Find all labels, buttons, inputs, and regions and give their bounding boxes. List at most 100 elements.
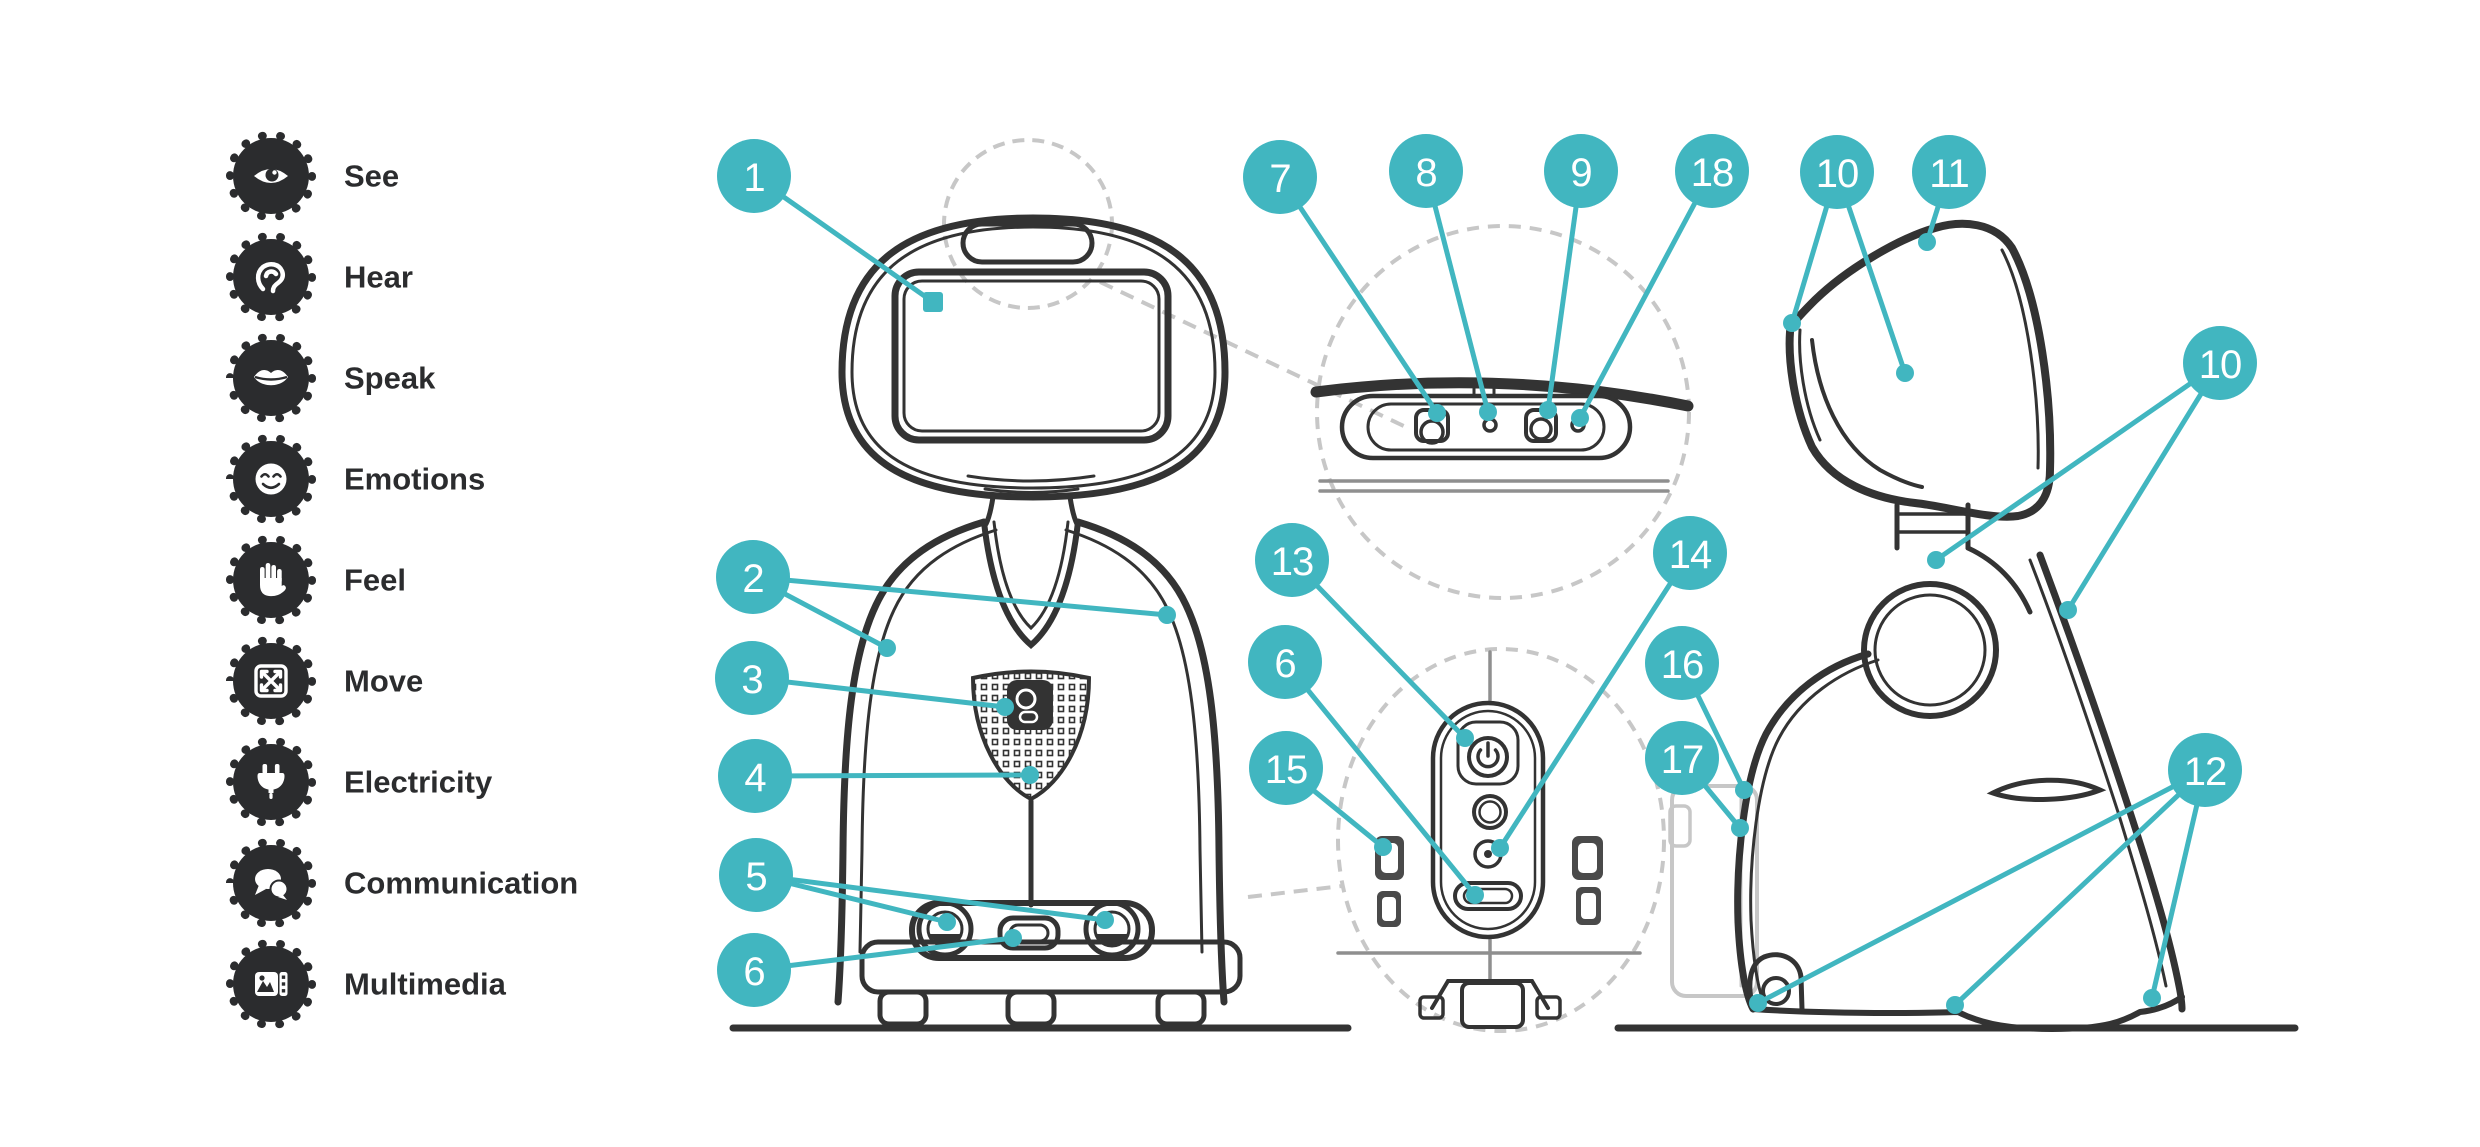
side-handle — [1986, 777, 2107, 802]
callout-circle — [715, 641, 789, 715]
charging-slot-inner — [1462, 887, 1514, 905]
head-top-band — [1310, 377, 1694, 412]
callout-circle — [717, 933, 791, 1007]
callout-target-dot — [1466, 886, 1484, 904]
callout-number: 14 — [1669, 533, 1712, 577]
legend-label: See — [344, 159, 399, 194]
callout-5: 5 — [719, 838, 1114, 931]
callout-leader-line — [752, 574, 1168, 618]
foot-left — [877, 989, 929, 1027]
callout-11: 11 — [1912, 135, 1986, 251]
callout-target-dot — [1735, 781, 1753, 799]
callout-target-dot — [1571, 409, 1589, 427]
callout-target-dot — [923, 292, 943, 312]
callout-circle — [716, 540, 790, 614]
side-front-wheel — [1761, 976, 1791, 1006]
head-outline — [838, 214, 1229, 501]
legend-label: Emotions — [344, 462, 485, 497]
side-face-arc — [1810, 338, 1924, 489]
callout-target-dot — [1096, 911, 1114, 929]
legend-label: Multimedia — [344, 967, 507, 1002]
callout-target-dot — [996, 698, 1014, 716]
body-left-edge — [834, 518, 988, 1006]
base-port — [997, 915, 1061, 951]
chin-lines — [966, 474, 1096, 494]
legend-item-electricity: Electricity — [226, 737, 493, 827]
callout-leader-line — [1423, 170, 1491, 413]
legend-label: Communication — [344, 866, 578, 901]
bottom-view — [1336, 650, 1642, 1029]
callout-18: 18 — [1571, 134, 1749, 427]
callout-circle — [717, 139, 791, 213]
legend-badge — [233, 239, 309, 315]
front-view — [729, 214, 1352, 1032]
callout-number: 13 — [1271, 540, 1314, 584]
callout-circle — [1645, 626, 1719, 700]
legend-label: Electricity — [344, 765, 493, 800]
callout-6: 6 — [717, 929, 1022, 1007]
callout-12: 12 — [1749, 733, 2242, 1014]
callout-target-dot — [1946, 996, 1964, 1014]
callout-target-dot — [1479, 403, 1497, 421]
callout-14: 14 — [1491, 516, 1727, 857]
legend-badge-edge — [226, 333, 316, 423]
top-screen-edge-lines — [1318, 479, 1670, 493]
callout-leader-line — [1756, 767, 2207, 1006]
callout-7: 7 — [1243, 140, 1446, 422]
bottom-axis-lines — [1336, 650, 1642, 982]
callout-number: 4 — [744, 756, 766, 800]
callout-13: 13 — [1255, 523, 1474, 747]
rear-connector — [1460, 981, 1525, 1029]
rear-connector-flange-right — [1535, 995, 1562, 1020]
head-to-topview-leader — [1099, 280, 1409, 430]
legend-badge-edge — [226, 535, 316, 625]
legend-badge-edge — [226, 232, 316, 322]
side-speaker-inner — [1873, 593, 1987, 707]
callout-number: 7 — [1269, 157, 1290, 201]
side-body-back-edge — [2036, 551, 2186, 1013]
callout-target-dot — [2059, 601, 2077, 619]
callout-target-dot — [1539, 401, 1557, 419]
legend-item-feel: Feel — [226, 535, 406, 625]
callout-target-dot — [1927, 551, 1945, 569]
bottom-panel — [1430, 700, 1546, 940]
body-left-inner — [858, 528, 998, 954]
callout-number: 6 — [1274, 642, 1295, 686]
top-view — [1310, 377, 1694, 493]
callout-number: 17 — [1661, 738, 1704, 782]
callout-leader-line — [1577, 169, 1715, 420]
callout-number: 1 — [743, 156, 764, 200]
callout-8: 8 — [1389, 134, 1497, 421]
callout-target-dot — [1783, 314, 1801, 332]
callout-target-dot — [1004, 929, 1022, 947]
top-view-ghost-circle — [1315, 224, 1691, 600]
callout-17: 17 — [1645, 721, 1749, 837]
callout-number: 8 — [1415, 151, 1436, 195]
callout-leader-line — [751, 675, 1006, 710]
legend-badge-edge — [226, 434, 316, 524]
top-camera-left-lens — [1419, 419, 1445, 445]
callout-leader-line — [755, 872, 1106, 923]
neck-v-inner — [992, 520, 1070, 631]
callout-leader-line — [1545, 170, 1584, 411]
callout-circle — [1653, 516, 1727, 590]
side-bottom-edge — [1750, 994, 2185, 1033]
bottom-view-ghost-circle — [1336, 647, 1666, 1033]
callout-circle — [1544, 134, 1618, 208]
side-speaker — [1861, 581, 1999, 719]
jack-port-pin — [1484, 850, 1492, 858]
right-wheel-shade — [1096, 934, 1128, 945]
screen — [891, 268, 1172, 444]
legend: SeeHearSpeakEmotionsFeelMoveElectricityC… — [226, 131, 578, 1029]
callout-1: 1 — [717, 139, 943, 312]
callout-circle — [1800, 135, 1874, 209]
callout-3: 3 — [715, 641, 1014, 716]
callout-leader-line — [754, 772, 1031, 779]
callout-circle — [1912, 135, 1986, 209]
callout-leader-line — [1277, 175, 1440, 415]
callout-target-dot — [1918, 233, 1936, 251]
callout-target-dot — [1158, 606, 1176, 624]
legend-label: Speak — [344, 361, 436, 396]
top-camera-right-lens — [1529, 417, 1553, 441]
left-wheel — [916, 900, 974, 958]
